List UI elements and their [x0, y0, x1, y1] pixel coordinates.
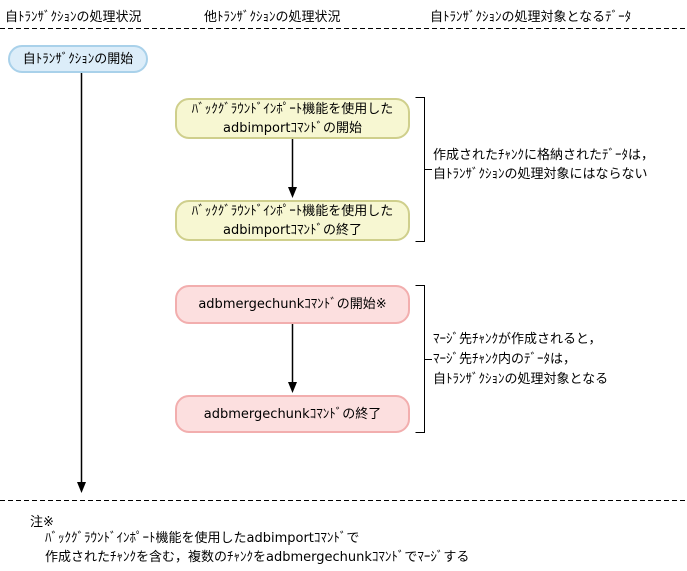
node-import-command-end: ﾊﾞｯｸｸﾞﾗｳﾝﾄﾞｲﾝﾎﾟｰﾄ機能を使用した adbimportｺﾏﾝﾄﾞの…	[175, 200, 410, 241]
node-import-command-end-line1: ﾊﾞｯｸｸﾞﾗｳﾝﾄﾞｲﾝﾎﾟｰﾄ機能を使用した	[191, 203, 394, 219]
footnote-label: 注※	[30, 515, 54, 530]
column-header-self-transaction-status: 自ﾄﾗﾝｻﾞｸｼｮﾝの処理状況	[5, 10, 142, 25]
column-header-target-data: 自ﾄﾗﾝｻﾞｸｼｮﾝの処理対象となるﾃﾞｰﾀ	[430, 10, 632, 25]
footnote-text-line2: 作成されたﾁｬﾝｸを含む，複数のﾁｬﾝｸをadbmergechunkｺﾏﾝﾄﾞで…	[45, 550, 470, 565]
merge-scope-bracket	[415, 285, 425, 433]
node-mergechunk-command-end: adbmergechunkｺﾏﾝﾄﾞの終了	[175, 395, 410, 433]
annotation-import-data-line1: 作成されたﾁｬﾝｸに格納されたﾃﾞｰﾀは，	[433, 148, 655, 163]
annotation-merge-data-line3: 自ﾄﾗﾝｻﾞｸｼｮﾝの処理対象となる	[433, 372, 609, 387]
annotation-merge-data-line2: ﾏｰｼﾞ先ﾁｬﾝｸ内のﾃﾞｰﾀは，	[433, 352, 577, 367]
merge-start-to-end-arrowhead	[288, 382, 297, 393]
node-import-command-start-line2: adbimportｺﾏﾝﾄﾞの開始	[223, 120, 362, 136]
self-transaction-timeline-arrowhead	[77, 482, 86, 493]
node-import-command-end-line2: adbimportｺﾏﾝﾄﾞの終了	[223, 222, 362, 238]
node-mergechunk-command-start-label: adbmergechunkｺﾏﾝﾄﾞの開始※	[198, 297, 387, 312]
annotation-merge-data: ﾏｰｼﾞ先ﾁｬﾝｸが作成されると， ﾏｰｼﾞ先ﾁｬﾝｸ内のﾃﾞｰﾀは， 自ﾄﾗﾝ…	[433, 330, 608, 390]
footnote-text: ﾊﾞｯｸｸﾞﾗｳﾝﾄﾞｲﾝﾎﾟｰﾄ機能を使用したadbimportｺﾏﾝﾄﾞで …	[45, 529, 469, 567]
node-mergechunk-command-end-label: adbmergechunkｺﾏﾝﾄﾞの終了	[203, 406, 382, 422]
annotation-import-data: 作成されたﾁｬﾝｸに格納されたﾃﾞｰﾀは， 自ﾄﾗﾝｻﾞｸｼｮﾝの処理対象にはな…	[433, 146, 654, 184]
node-self-transaction-start-label: 自ﾄﾗﾝｻﾞｸｼｮﾝの開始	[22, 51, 134, 67]
footnote-text-line1: ﾊﾞｯｸｸﾞﾗｳﾝﾄﾞｲﾝﾎﾟｰﾄ機能を使用したadbimportｺﾏﾝﾄﾞで	[45, 531, 360, 546]
import-scope-bracket	[415, 97, 425, 242]
node-self-transaction-start: 自ﾄﾗﾝｻﾞｸｼｮﾝの開始	[8, 45, 148, 73]
node-mergechunk-command-start: adbmergechunkｺﾏﾝﾄﾞの開始※	[175, 285, 410, 324]
node-import-command-start: ﾊﾞｯｸｸﾞﾗｳﾝﾄﾞｲﾝﾎﾟｰﾄ機能を使用した adbimportｺﾏﾝﾄﾞの…	[175, 98, 410, 139]
column-header-other-transaction-status: 他ﾄﾗﾝｻﾞｸｼｮﾝの処理状況	[204, 10, 341, 25]
node-import-command-start-line1: ﾊﾞｯｸｸﾞﾗｳﾝﾄﾞｲﾝﾎﾟｰﾄ機能を使用した	[191, 101, 394, 117]
annotation-import-data-line2: 自ﾄﾗﾝｻﾞｸｼｮﾝの処理対象にはならない	[433, 167, 648, 182]
import-start-to-end-arrowhead	[288, 187, 297, 198]
annotation-merge-data-line1: ﾏｰｼﾞ先ﾁｬﾝｸが作成されると，	[433, 332, 602, 347]
